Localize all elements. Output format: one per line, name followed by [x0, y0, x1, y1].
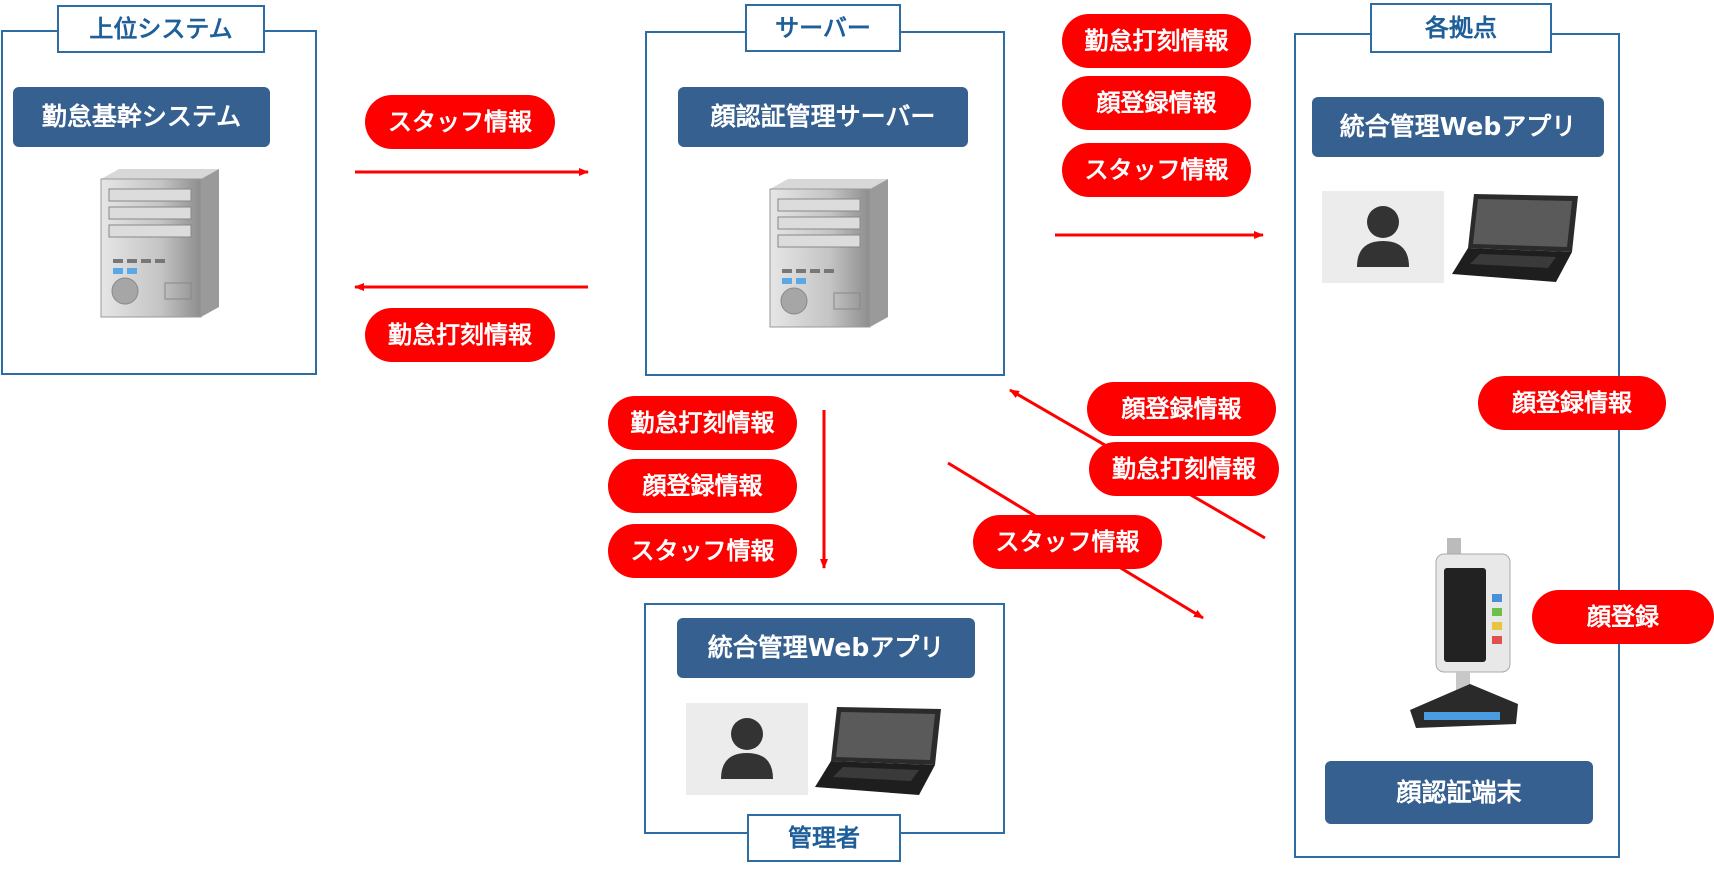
- face-terminal-label: 顔認証端末: [1325, 761, 1593, 824]
- flow-label-staff-info: スタッフ情報: [973, 515, 1162, 569]
- upper-system-server-label: 勤怠基幹システム: [13, 87, 270, 147]
- upper-system-title: 上位システム: [57, 5, 265, 53]
- flow-label-attendance-info: 勤怠打刻情報: [365, 308, 555, 362]
- server-title: サーバー: [745, 4, 901, 52]
- face-recognition-terminal-icon: [1410, 538, 1518, 728]
- user-avatar-icon: [1322, 191, 1444, 283]
- flow-label-attendance-info: 勤怠打刻情報: [1089, 442, 1279, 496]
- admin-title: 管理者: [747, 814, 901, 862]
- flow-label-face-registration-info: 顔登録情報: [608, 459, 797, 513]
- sites-title: 各拠点: [1370, 3, 1552, 53]
- laptop-icon: [815, 707, 941, 795]
- flow-label-face-registration-info: 顔登録情報: [1478, 376, 1666, 430]
- sites-app-label: 統合管理Webアプリ: [1312, 97, 1604, 157]
- flow-label-face-registration-info: 顔登録情報: [1062, 76, 1251, 130]
- admin-app-label: 統合管理Webアプリ: [677, 618, 975, 678]
- laptop-icon: [1452, 194, 1578, 282]
- server-tower-icon: [100, 169, 219, 318]
- action-label-face-registration: 顔登録: [1532, 590, 1714, 644]
- flow-label-attendance-info: 勤怠打刻情報: [608, 396, 797, 450]
- flow-label-staff-info: スタッフ情報: [365, 95, 555, 149]
- server-tower-icon: [769, 179, 888, 328]
- face-server-label: 顔認証管理サーバー: [678, 87, 968, 147]
- user-avatar-icon: [686, 703, 808, 795]
- flow-label-staff-info: スタッフ情報: [608, 524, 797, 578]
- flow-label-staff-info: スタッフ情報: [1062, 143, 1251, 197]
- flow-label-attendance-info: 勤怠打刻情報: [1062, 14, 1251, 68]
- flow-label-face-registration-info: 顔登録情報: [1087, 382, 1276, 436]
